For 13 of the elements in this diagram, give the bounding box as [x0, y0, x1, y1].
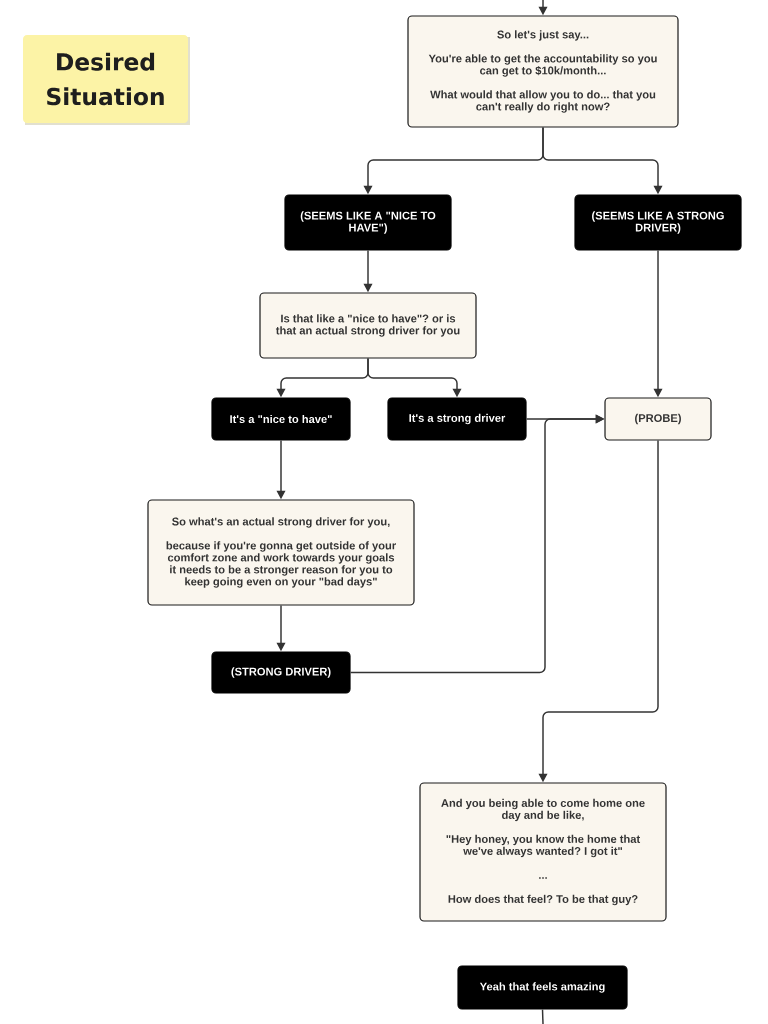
process-box: And you being able to come home one day and be like, "Hey honey, you know the home that we've always wanted? I got it" ... How does that feel? To be that guy?	[419, 782, 667, 922]
response-box: (SEEMS LIKE A "NICE TO HAVE")	[284, 194, 452, 251]
response-box: It's a strong driver	[387, 397, 527, 441]
process-box: (PROBE)	[604, 397, 712, 441]
response-box: It's a "nice to have"	[211, 397, 351, 441]
process-box: Is that like a "nice to have"? or is that an actual strong driver for you	[259, 292, 477, 359]
response-box: (SEEMS LIKE A STRONG DRIVER)	[574, 194, 742, 251]
sticky-note: Desired Situation	[23, 35, 190, 125]
response-box: (STRONG DRIVER)	[211, 651, 351, 694]
connector-line	[541, 1008, 544, 1024]
process-box: So let's just say... You're able to get the accountability so you can get to $10k/month... What would that allow you to do... that you can't really do right now?	[407, 15, 679, 128]
response-box: Yeah that feels amazing	[457, 965, 628, 1010]
process-box: So what's an actual strong driver for you, because if you're gonna get outside of your comfort zone and work towards your goals it needs to be a stronger reason for you to keep going even on your "bad days"	[147, 499, 415, 606]
